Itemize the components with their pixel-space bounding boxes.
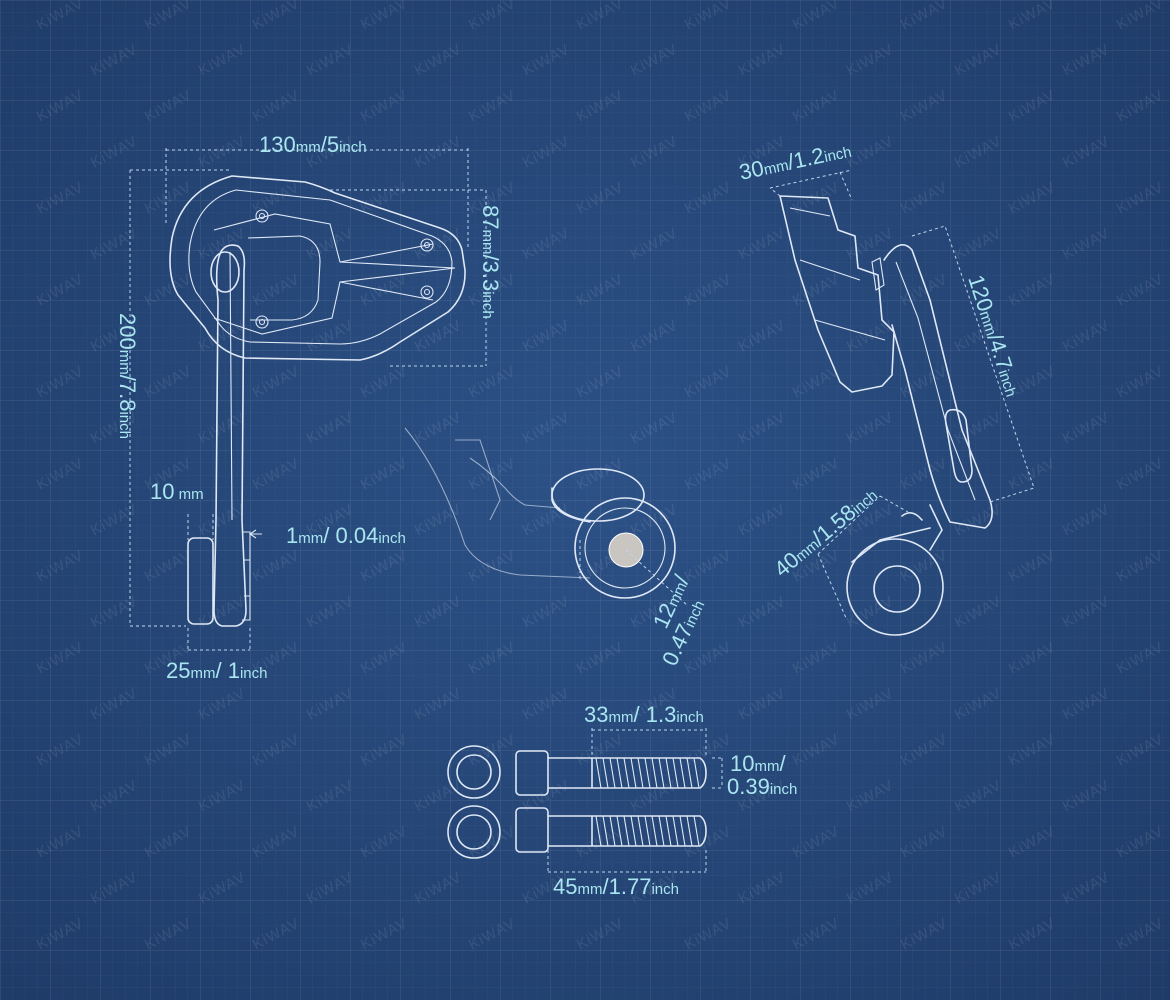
dim-value-inch: 1.2	[791, 143, 826, 174]
side-view-mirror	[779, 195, 993, 636]
dim-value-inch: 1	[228, 658, 240, 683]
dim-unit-mm: mm	[976, 309, 1000, 338]
dim-thread-length-33mm: 33mm/ 1.3inch	[584, 702, 704, 727]
washer-bottom	[447, 805, 501, 859]
dim-value-mm: 30	[737, 155, 766, 185]
dim-unit-mm: mm	[296, 139, 321, 156]
dim-arm-length-120mm: 120mm/4.7inch	[963, 272, 1026, 400]
dim-unit-inch: inch	[116, 411, 133, 439]
svg-text:33mm/ 1.3inch: 33mm/ 1.3inch	[584, 702, 704, 727]
dim-value-inch: 0.39	[727, 774, 770, 799]
dim-value-inch: 1.77	[609, 874, 652, 899]
dim-height-87mm: 87mm/3.3inch	[478, 205, 503, 319]
dim-unit-inch: inch	[770, 781, 798, 798]
dim-unit-mm: mm	[577, 881, 602, 898]
dim-unit-inch: inch	[240, 665, 268, 682]
dim-bolt-diameter-10mm: 10mm/ 0.39inch	[727, 751, 797, 799]
dim-value-mm: 120	[963, 272, 998, 315]
dim-value-mm: 87	[478, 205, 503, 229]
bolt-set	[447, 745, 707, 859]
svg-text:10 mm: 10 mm	[150, 479, 204, 504]
dim-separator: /	[478, 254, 503, 261]
dim-value-inch: 3.3	[478, 261, 503, 292]
svg-text:120mm/4.7inch: 120mm/4.7inch	[963, 272, 1026, 400]
dim-unit-mm: mm	[754, 758, 779, 775]
clamp-detail-view	[404, 427, 689, 607]
dim-separator: /	[215, 658, 227, 683]
dim-mirror-thickness-30mm: 30mm/1.2inch	[737, 137, 853, 185]
dim-value-mm: 33	[584, 702, 608, 727]
svg-text:87mm/3.3inch: 87mm/3.3inch	[478, 205, 503, 319]
dim-value-mm: 45	[553, 874, 577, 899]
dim-clamp-diameter-40mm: 40mm/1.58inch	[769, 482, 882, 582]
svg-text:0.39inch: 0.39inch	[727, 774, 797, 799]
dim-bore-12mm: 12mm/ 0.47inch	[648, 570, 709, 669]
dim-unit-mm: mm	[190, 665, 215, 682]
dim-value-inch: 1.3	[646, 702, 677, 727]
dim-value-inch: 0.04	[335, 523, 378, 548]
front-view-mirror	[169, 175, 466, 627]
dim-base-25mm: 25mm/ 1inch	[166, 658, 268, 683]
dim-value-inch: 5	[327, 132, 339, 157]
dim-value-mm: 1	[286, 523, 298, 548]
dim-separator: /	[323, 523, 335, 548]
dim-unit-inch: inch	[823, 144, 853, 166]
dim-unit-mm: mm	[608, 709, 633, 726]
svg-text:130mm/5inch: 130mm/5inch	[259, 132, 367, 157]
dim-unit-mm: mm	[762, 157, 790, 179]
dim-value-mm: 25	[166, 658, 190, 683]
dim-value-inch: 4.7	[984, 336, 1017, 373]
front-view-dimensions	[129, 148, 487, 652]
dim-separator: /	[115, 375, 140, 382]
dim-total-height-200mm: 200mm/7.8inch	[115, 313, 140, 439]
dim-gap-1mm: 1mm/ 0.04inch	[286, 523, 406, 548]
dim-value-mm: 10	[150, 479, 174, 504]
svg-text:200mm/7.8inch: 200mm/7.8inch	[115, 313, 140, 439]
dim-clamp-10mm: 10 mm	[150, 479, 204, 504]
svg-text:40mm/1.58inch: 40mm/1.58inch	[769, 482, 882, 582]
side-view-dimensions	[769, 169, 1035, 619]
dim-unit-inch: inch	[339, 139, 367, 156]
dim-unit-inch: inch	[681, 598, 708, 630]
svg-text:1mm/ 0.04inch: 1mm/ 0.04inch	[286, 523, 406, 548]
dim-value-mm: 130	[259, 132, 296, 157]
dim-unit-inch: inch	[995, 368, 1020, 399]
dim-unit-inch: inch	[378, 530, 406, 547]
dim-value-mm: 10	[730, 751, 754, 776]
dim-unit-mm: mm	[116, 350, 133, 375]
dim-width-130mm: 130mm/5inch	[259, 132, 367, 157]
dim-separator: /	[779, 751, 786, 776]
dim-unit-inch: inch	[676, 709, 704, 726]
svg-text:45mm/1.77inch: 45mm/1.77inch	[553, 874, 679, 899]
dim-separator: /	[633, 702, 645, 727]
washer-top	[447, 745, 501, 799]
dim-unit-mm: mm	[174, 486, 203, 503]
dim-separator: /	[602, 874, 609, 899]
bolt-bottom	[515, 807, 707, 853]
dim-unit-mm: mm	[298, 530, 323, 547]
dim-unit-inch: inch	[651, 881, 679, 898]
svg-text:30mm/1.2inch: 30mm/1.2inch	[737, 137, 853, 185]
bolt-dimensions	[547, 728, 724, 874]
dim-value-inch: 7.8	[115, 381, 140, 412]
dim-value-mm: 200	[115, 313, 140, 350]
svg-text:25mm/ 1inch: 25mm/ 1inch	[166, 658, 268, 683]
svg-text:10mm/: 10mm/	[730, 751, 786, 776]
dim-separator: /	[321, 132, 328, 157]
bolt-top	[515, 750, 707, 796]
dim-unit-inch: inch	[479, 291, 496, 319]
dim-bolt-length-45mm: 45mm/1.77inch	[553, 874, 679, 899]
dim-unit-mm: mm	[479, 229, 496, 254]
